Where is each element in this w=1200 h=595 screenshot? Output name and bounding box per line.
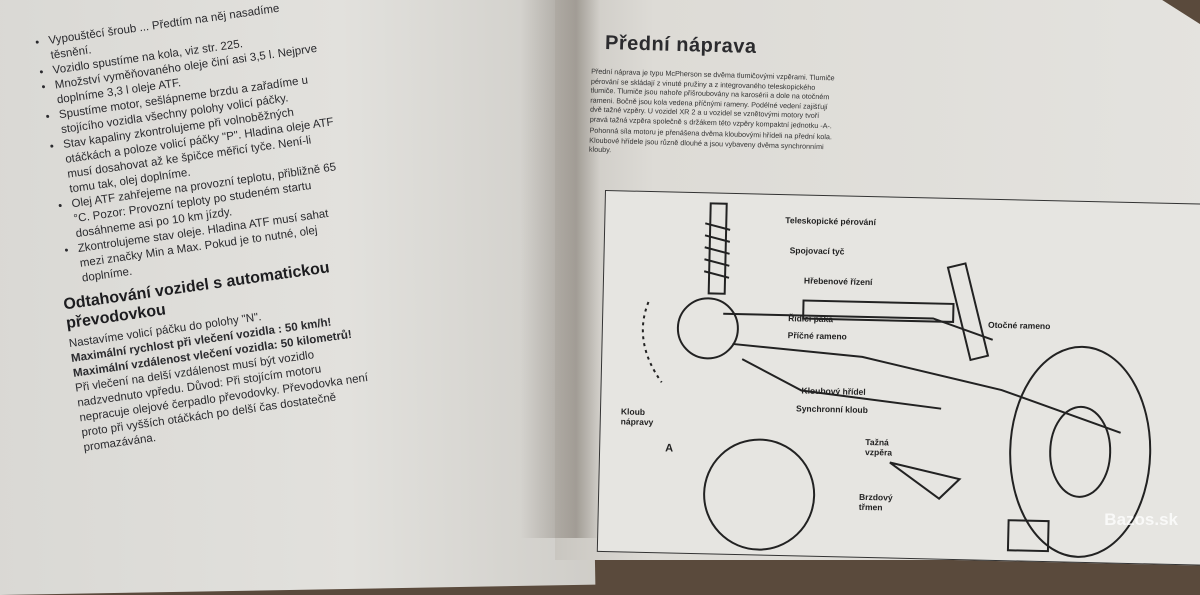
page-title: Přední náprava (604, 32, 757, 58)
brake-disc (1049, 405, 1112, 498)
label-cross-arm: Příčné rameno (787, 330, 847, 342)
wheel-left-outline (641, 301, 663, 383)
detail-circle (703, 438, 816, 551)
strut-right (946, 262, 990, 362)
book-gutter (520, 0, 600, 538)
label-brake-caliper: Brzdový třmen (858, 491, 893, 513)
paragraph: Přední náprava je typu McPherson se dvěm… (589, 66, 835, 130)
label-tie-rod: Spojovací tyč (789, 245, 845, 257)
label-steering-rack: Hřebenové řízení (803, 275, 873, 288)
label-ball-joint: Kloub nápravy (620, 406, 654, 428)
front-axle-diagram: Teleskopické pérování Spojovací tyč Hřeb… (596, 190, 1200, 566)
left-page-text: Vypouštěcí šroub ... Předtím na něj nasa… (20, 0, 376, 457)
intro-text: Přední náprava je typu McPherson se dvěm… (589, 67, 836, 163)
label-tension-strut: Tažná vzpěra (865, 436, 893, 458)
steering-rack (802, 299, 955, 323)
tension-strut (889, 461, 962, 500)
label-knuckle: Otočné rameno (987, 319, 1051, 332)
axle-illustration (641, 202, 1152, 558)
label-telescopic-suspension: Teleskopické pérování (785, 215, 877, 228)
label-cv-joint: Synchronní kloub (795, 403, 868, 416)
label-a: A (665, 442, 674, 455)
paragraph: Pohonná síla motoru je přenášena dvěma k… (588, 125, 833, 155)
spring-left (703, 222, 731, 279)
bullet-list: Vypouštěcí šroub ... Předtím na něj nasa… (20, 0, 353, 291)
hub-left (676, 297, 739, 360)
label-control-arm: Řídicí páka (788, 313, 834, 325)
tie-rod (723, 312, 994, 341)
label-drive-shaft: Kloubový hřídel (801, 385, 866, 397)
cross-arm (741, 358, 942, 410)
watermark: Bazos.sk (1104, 510, 1178, 529)
drive-shaft (732, 342, 1121, 434)
